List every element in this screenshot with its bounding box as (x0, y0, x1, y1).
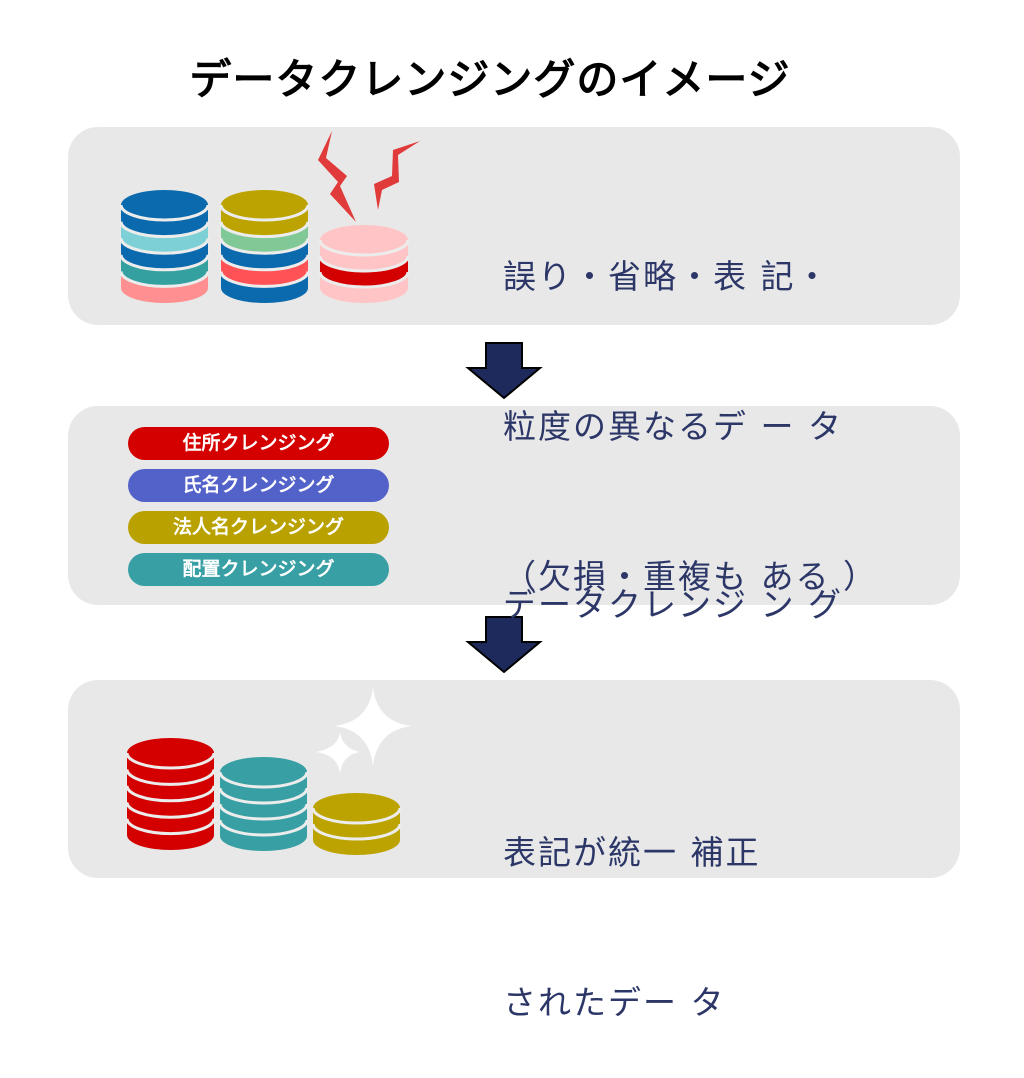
panel-raw-data (68, 127, 960, 325)
text-line: されたデー タ (503, 983, 726, 1022)
database-stack-icon (218, 757, 309, 852)
layer-separator (318, 239, 410, 257)
lightning-icon (318, 131, 420, 222)
page-title: データクレンジングのイメージ (189, 55, 791, 104)
layer-separator (318, 271, 410, 289)
layer-separator (125, 818, 216, 836)
text-line: データクレンジ ン グ (503, 585, 843, 624)
clean-data-description: 表記が統一 補正 されたデー タ (503, 728, 761, 1078)
database-layer-top (127, 738, 214, 768)
database-stack-icon (311, 793, 402, 856)
text-line: 粒度の異なるデ ー タ (503, 407, 843, 446)
layer-separator (119, 271, 210, 288)
database-layer-top (313, 793, 400, 823)
layer-separator (219, 254, 310, 272)
layer-separator (218, 803, 309, 821)
layer-separator (125, 769, 216, 786)
layer-separator (125, 785, 216, 803)
layer-separator (219, 271, 310, 288)
diagram-art (119, 131, 543, 856)
panel-clean-data (68, 680, 960, 878)
arrow-down-icon (465, 342, 543, 400)
layer-separator (119, 221, 210, 239)
cleansing-description: データクレンジ ン グ (503, 480, 843, 680)
layer-separator (219, 237, 310, 255)
raw-data-description: 誤り・省略・表 記・ 粒度の異なるデ ー タ （欠損・重複も ある ） (503, 152, 878, 652)
layer-separator (219, 221, 310, 239)
address-cleansing-label: 住所クレンジング (128, 427, 389, 460)
layer-separator (218, 787, 309, 805)
name-cleansing-label: 氏名クレンジング (128, 469, 389, 502)
layer-separator (125, 752, 216, 770)
layer-separator (311, 807, 402, 825)
database-layer-top (220, 757, 307, 787)
text-line: 誤り・省略・表 記・ (503, 257, 831, 296)
placement-cleansing-label: 配置クレンジング (128, 553, 389, 586)
sparkle-icon (316, 687, 412, 774)
corporate-name-cleansing-label: 法人名クレンジング (128, 511, 389, 544)
layer-separator (219, 204, 310, 222)
layer-separator (218, 771, 309, 789)
layer-separator (119, 204, 210, 222)
layer-separator (318, 255, 410, 273)
database-layer-top (221, 190, 308, 220)
layer-separator (218, 819, 309, 837)
layer-separator (311, 823, 402, 841)
arrow-down-icon (465, 616, 543, 674)
layer-separator (119, 237, 210, 255)
database-layer-top (121, 190, 208, 220)
text-line: （欠損・重複も ある ） (503, 557, 878, 596)
layer-separator (119, 254, 210, 272)
database-stack-icon (119, 190, 210, 303)
database-stack-icon (219, 190, 310, 303)
database-stack-icon (318, 225, 410, 303)
database-layer-top (320, 225, 408, 255)
text-line: 表記が統一 補正 (503, 833, 761, 872)
layer-separator (125, 801, 216, 819)
database-stack-icon (125, 738, 216, 850)
